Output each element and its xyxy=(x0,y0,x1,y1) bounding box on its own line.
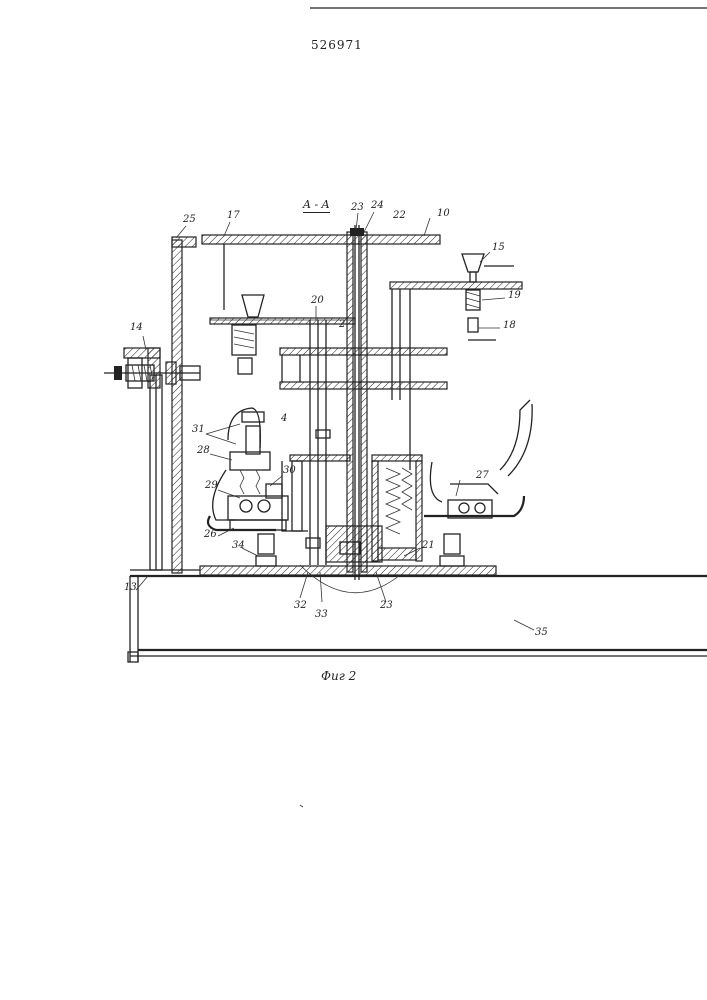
left-dispenser xyxy=(224,244,264,374)
label-15: 15 xyxy=(492,243,505,253)
label-14: 14 xyxy=(130,323,143,333)
label-27: 27 xyxy=(476,471,489,481)
top-plate-10 xyxy=(202,235,440,244)
label-34: 34 xyxy=(232,541,245,551)
label-2: 2 xyxy=(339,320,345,330)
label-17: 17 xyxy=(227,211,240,221)
label-21: 21 xyxy=(422,541,435,551)
label-33: 33 xyxy=(315,610,328,620)
label-29: 29 xyxy=(205,481,218,491)
base-bed xyxy=(128,566,707,662)
label-4: 4 xyxy=(281,414,287,424)
right-arm xyxy=(390,254,522,470)
left-cup-mechanism xyxy=(208,408,288,566)
carousel-2 xyxy=(210,318,447,389)
bracket-14 xyxy=(104,348,200,388)
label-28: 28 xyxy=(197,446,210,456)
figure-caption: Фиг 2 xyxy=(321,669,356,683)
label-32: 32 xyxy=(294,601,307,611)
label-24: 24 xyxy=(371,201,384,211)
label-26: 26 xyxy=(204,530,217,540)
label-22: 22 xyxy=(393,211,406,221)
label-18: 18 xyxy=(503,321,516,331)
label-25: 25 xyxy=(183,215,196,225)
label-35: 35 xyxy=(535,628,548,638)
label-23-top: 23 xyxy=(351,203,364,213)
right-cup-mechanism xyxy=(424,400,532,566)
label-23-bottom: 23 xyxy=(380,601,393,611)
label-30: 30 xyxy=(283,466,296,476)
label-20: 20 xyxy=(311,296,324,306)
label-10: 10 xyxy=(437,209,450,219)
label-19: 19 xyxy=(508,291,521,301)
stray-mark xyxy=(300,805,303,807)
left-frame xyxy=(150,237,196,573)
label-31: 31 xyxy=(192,425,205,435)
label-13: 13 xyxy=(124,583,137,593)
